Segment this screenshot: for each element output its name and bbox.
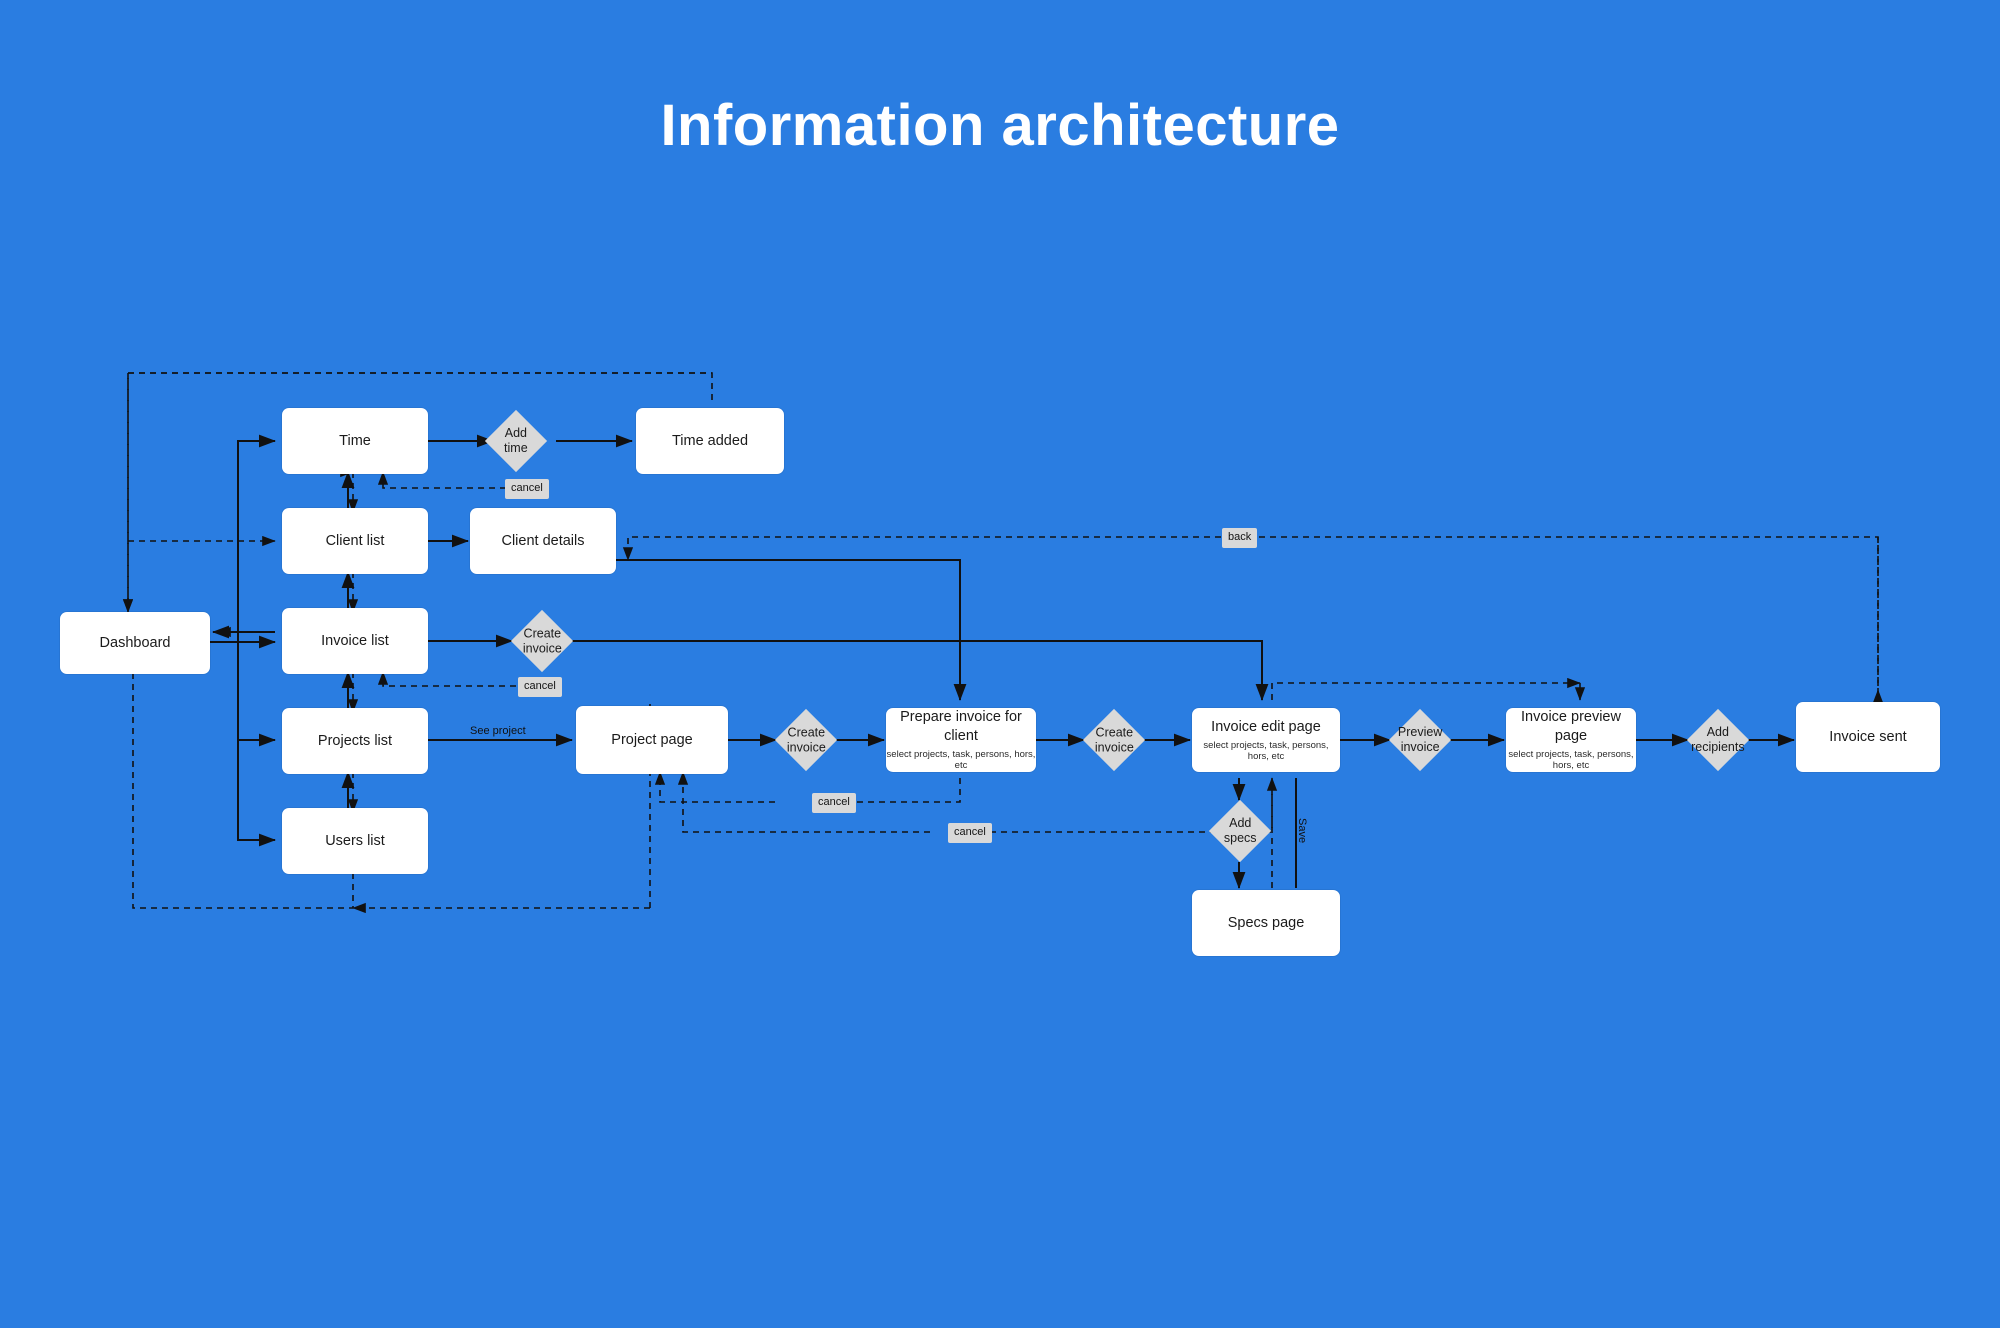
- decision-label: Create invoice: [786, 724, 826, 754]
- node-label: Invoice sent: [1829, 728, 1907, 745]
- node-client-list[interactable]: Client list: [282, 508, 428, 574]
- node-label: Project page: [611, 731, 693, 748]
- dashed-edges-plain: [128, 372, 1879, 908]
- edge-label-cancel-time: cancel: [505, 479, 549, 499]
- node-label: Time added: [671, 432, 749, 449]
- decision-label: Add recipients: [1691, 725, 1745, 754]
- node-time[interactable]: Time: [282, 408, 428, 474]
- edge-label-cancel-prepare: cancel: [812, 793, 856, 813]
- node-projects-list[interactable]: Projects list: [282, 708, 428, 774]
- node-label: Invoice preview page: [1521, 709, 1621, 744]
- decision-label: Create invoice: [1094, 724, 1134, 754]
- node-label: Client list: [325, 532, 385, 549]
- decision-label: Add specs: [1223, 816, 1257, 845]
- node-invoice-preview-page[interactable]: Invoice preview page select projects, ta…: [1506, 708, 1636, 772]
- edge-label-cancel-invoice-edit: cancel: [948, 823, 992, 843]
- edge-label-see-project: See project: [466, 725, 530, 737]
- node-label: Invoice list: [321, 632, 389, 649]
- node-label: Prepare invoice for client: [900, 709, 1022, 744]
- solid-edges: [209, 434, 1795, 889]
- node-invoice-list[interactable]: Invoice list: [282, 608, 428, 674]
- node-client-details[interactable]: Client details: [470, 508, 616, 574]
- node-label: Specs page: [1227, 914, 1305, 931]
- node-project-page[interactable]: Project page: [576, 706, 728, 774]
- node-time-added[interactable]: Time added: [636, 408, 784, 474]
- node-sublabel: select projects, task, persons, hors, et…: [1508, 748, 1634, 772]
- node-specs-page[interactable]: Specs page: [1192, 890, 1340, 956]
- decision-label: Preview invoice: [1397, 725, 1443, 754]
- decision-label: Add time: [504, 426, 528, 455]
- node-invoice-sent[interactable]: Invoice sent: [1796, 702, 1940, 772]
- node-prepare-invoice[interactable]: Prepare invoice for client select projec…: [886, 708, 1036, 772]
- edge-label-cancel-invoice-list: cancel: [518, 677, 562, 697]
- edge-label-save: Save: [1296, 818, 1308, 844]
- node-label: Projects list: [317, 732, 393, 749]
- edge-label-back: back: [1222, 528, 1258, 548]
- node-invoice-edit-page[interactable]: Invoice edit page select projects, task,…: [1192, 708, 1340, 772]
- node-sublabel: select projects, task, persons, hors, et…: [1203, 739, 1329, 763]
- node-label: Time: [339, 432, 371, 449]
- node-users-list[interactable]: Users list: [282, 808, 428, 874]
- page-title: Information architecture: [660, 93, 1340, 158]
- node-sublabel: select projects, task, persons, hors, et…: [886, 748, 1036, 772]
- node-label: Invoice edit page: [1211, 718, 1321, 735]
- node-dashboard[interactable]: Dashboard: [60, 612, 210, 674]
- node-label: Dashboard: [99, 634, 171, 651]
- decision-label: Create invoice: [522, 625, 562, 655]
- node-label: Users list: [325, 832, 385, 849]
- node-label: Client details: [501, 532, 585, 549]
